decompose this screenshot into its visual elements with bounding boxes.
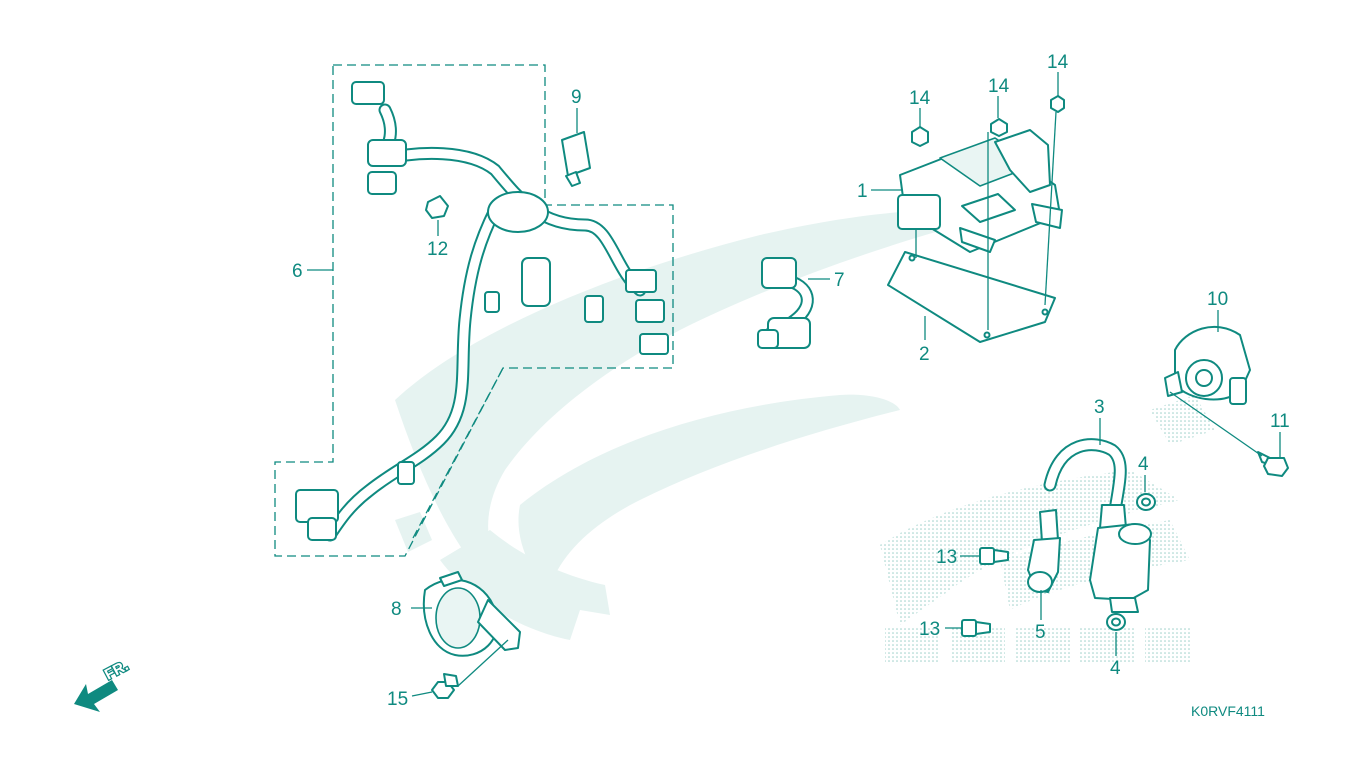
nut-14-b[interactable] bbox=[990, 118, 1008, 137]
front-direction-arrow-icon bbox=[74, 680, 118, 712]
callout-9: 9 bbox=[571, 87, 582, 108]
callout-3: 3 bbox=[1094, 397, 1105, 418]
callout-14-c: 14 bbox=[1047, 52, 1069, 73]
callout-13-upper: 13 bbox=[936, 547, 957, 568]
sub-harness-7[interactable] bbox=[757, 257, 814, 349]
front-label: FR. bbox=[102, 657, 131, 683]
callout-5: 5 bbox=[1035, 622, 1046, 643]
wire-harness[interactable] bbox=[295, 81, 669, 542]
callout-14-b: 14 bbox=[988, 76, 1010, 97]
callout-4-top: 4 bbox=[1138, 454, 1149, 475]
spark-plug-cap-5[interactable] bbox=[1027, 509, 1061, 593]
callout-14-a: 14 bbox=[909, 88, 931, 109]
diagram-code: K0RVF4111 bbox=[1191, 703, 1265, 719]
callout-12: 12 bbox=[427, 239, 448, 260]
callout-4-bottom: 4 bbox=[1110, 658, 1121, 679]
connector-9[interactable] bbox=[561, 131, 591, 187]
honda-wing-watermark bbox=[395, 210, 1000, 640]
callout-11: 11 bbox=[1270, 411, 1290, 432]
leader-lines bbox=[307, 72, 1281, 697]
harness-group-outline bbox=[274, 64, 674, 557]
callout-8: 8 bbox=[391, 599, 402, 620]
washer-4-top[interactable] bbox=[1136, 493, 1156, 511]
clip-12[interactable] bbox=[425, 195, 449, 219]
callouts: 1 2 3 4 4 5 6 7 8 9 10 11 12 13 13 14 14… bbox=[292, 52, 1290, 710]
callout-1: 1 bbox=[857, 181, 868, 202]
callout-7: 7 bbox=[834, 270, 845, 291]
callout-10: 10 bbox=[1207, 289, 1228, 310]
horn-8[interactable] bbox=[422, 571, 521, 657]
bolt-15[interactable] bbox=[431, 673, 459, 699]
sensor-10[interactable] bbox=[1164, 325, 1251, 405]
plate-2[interactable] bbox=[887, 251, 1056, 343]
nut-14-c[interactable] bbox=[1050, 95, 1065, 113]
callout-2: 2 bbox=[919, 344, 930, 365]
bolt-13-upper[interactable] bbox=[979, 547, 1009, 565]
callout-15: 15 bbox=[387, 689, 408, 710]
callout-13-lower: 13 bbox=[919, 619, 940, 640]
bolt-11[interactable] bbox=[1257, 451, 1289, 477]
bolt-13-lower[interactable] bbox=[961, 619, 991, 637]
ignition-coil-3[interactable] bbox=[1043, 438, 1152, 613]
callout-6: 6 bbox=[292, 261, 303, 282]
nut-14-a[interactable] bbox=[911, 126, 929, 147]
washer-4-bottom[interactable] bbox=[1106, 613, 1126, 631]
